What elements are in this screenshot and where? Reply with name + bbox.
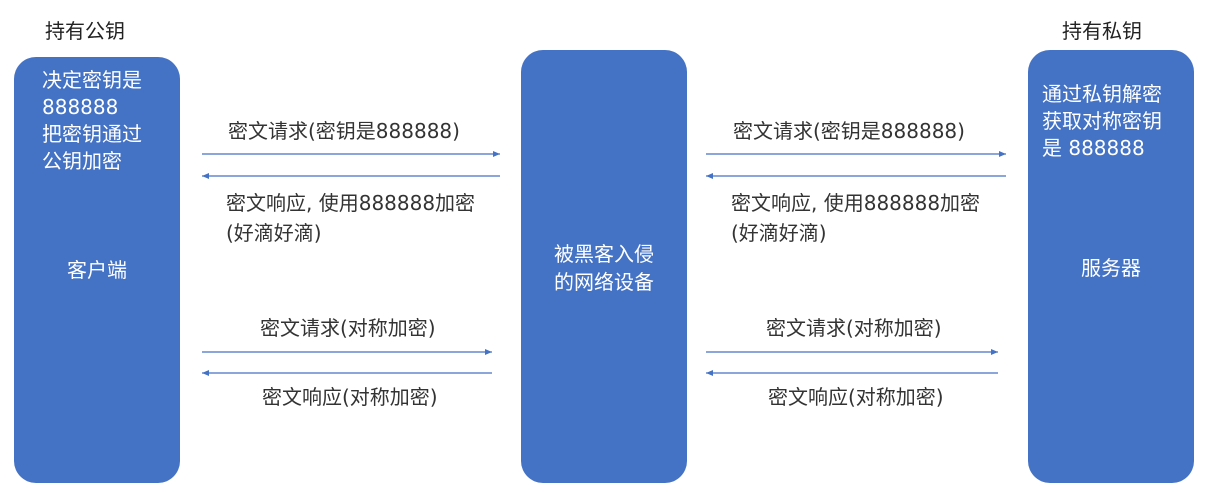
server-note: 通过私钥解密 获取对称密钥 是 888888 [1042,81,1162,162]
client-note: 决定密钥是 888888 把密钥通过 公钥加密 [42,67,142,175]
hacked-device-label-line: 被黑客入侵 [554,242,654,266]
hacked-device-label: 被黑客入侵 的网络设备 [521,240,687,296]
left-resp1-label: 密文响应, 使用888888加密 (好滴好滴) [226,188,475,248]
client-note-line: 公钥加密 [42,149,122,173]
left-resp2-label: 密文响应(对称加密) [262,385,438,409]
server-caption: 持有私钥 [1062,19,1142,43]
client-label: 客户端 [67,258,127,282]
right-req1-label: 密文请求(密钥是888888) [733,119,965,143]
right-resp1-label-line: (好滴好滴) [731,221,827,245]
right-resp1-label-line: 密文响应, 使用888888加密 [731,191,981,215]
server-note-line: 通过私钥解密 [1042,82,1162,106]
hacked-device-box: 被黑客入侵 的网络设备 [521,50,687,483]
right-resp1-label: 密文响应, 使用888888加密 (好滴好滴) [731,188,980,248]
right-resp2-label: 密文响应(对称加密) [768,385,944,409]
client-note-line: 888888 [42,95,119,119]
server-box: 通过私钥解密 获取对称密钥 是 888888 服务器 [1028,50,1194,483]
left-req2-label: 密文请求(对称加密) [260,316,436,340]
client-box: 决定密钥是 888888 把密钥通过 公钥加密 客户端 [14,57,180,483]
server-note-line: 是 888888 [1042,136,1145,160]
client-note-line: 把密钥通过 [42,122,142,146]
right-req2-label: 密文请求(对称加密) [766,316,942,340]
server-note-line: 获取对称密钥 [1042,109,1162,133]
client-caption: 持有公钥 [45,19,125,43]
left-resp1-label-line: (好滴好滴) [226,221,322,245]
left-resp1-label-line: 密文响应, 使用888888加密 [226,191,476,215]
left-req1-label: 密文请求(密钥是888888) [228,119,460,143]
server-label: 服务器 [1081,256,1141,280]
client-note-line: 决定密钥是 [42,68,142,92]
hacked-device-label-line: 的网络设备 [554,270,654,294]
